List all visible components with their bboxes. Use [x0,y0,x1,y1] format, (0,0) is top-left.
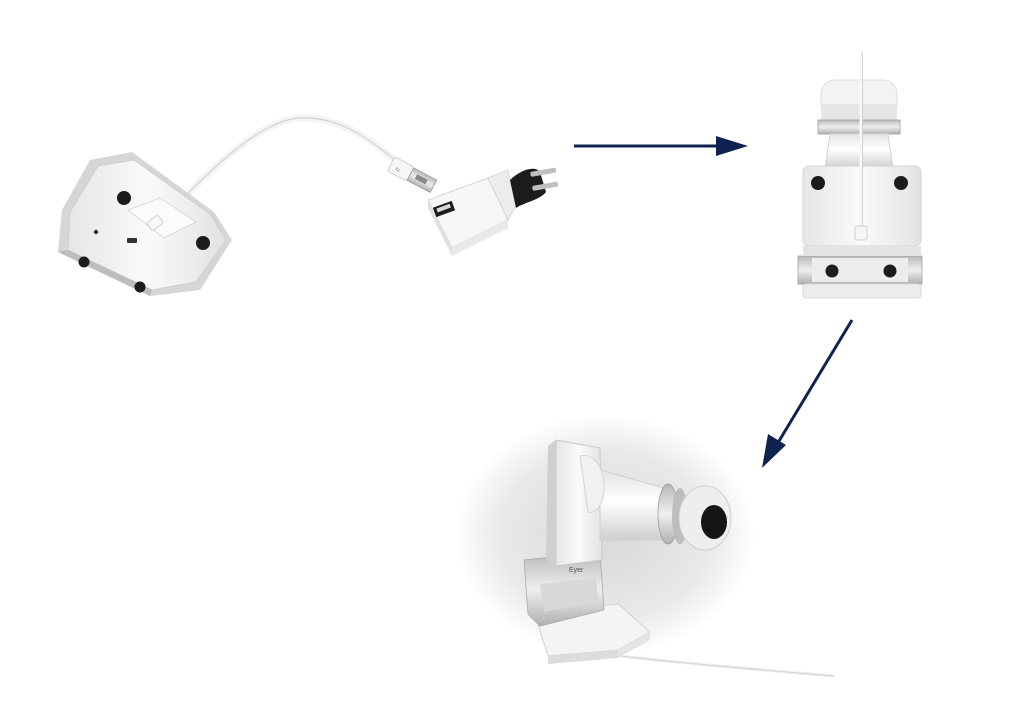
handheld-device [546,439,732,567]
stand-label: Eyer [569,567,584,574]
device-charging-upright [797,52,923,299]
device-on-stand: Eyer [455,415,835,678]
screw-icon [811,176,825,190]
foot-icon [117,191,131,205]
arrow-right-icon [574,136,748,156]
usb-connector: ⇆ [387,157,438,194]
charging-stand: Eyer [523,551,651,664]
screw-icon [825,264,839,278]
foot-icon [134,281,146,293]
screw-icon [883,264,897,278]
foot-icon [196,236,210,250]
device-with-charger: ⇆ [58,114,559,296]
arrow-down-left-icon [762,319,854,468]
handheld-device-back [58,152,232,296]
lens-icon [701,505,727,539]
foot-icon [78,256,90,268]
wall-charger [427,167,559,256]
screw-icon [894,176,908,190]
svg-text:⇆: ⇆ [394,166,402,175]
plug-prongs-icon [510,167,559,208]
